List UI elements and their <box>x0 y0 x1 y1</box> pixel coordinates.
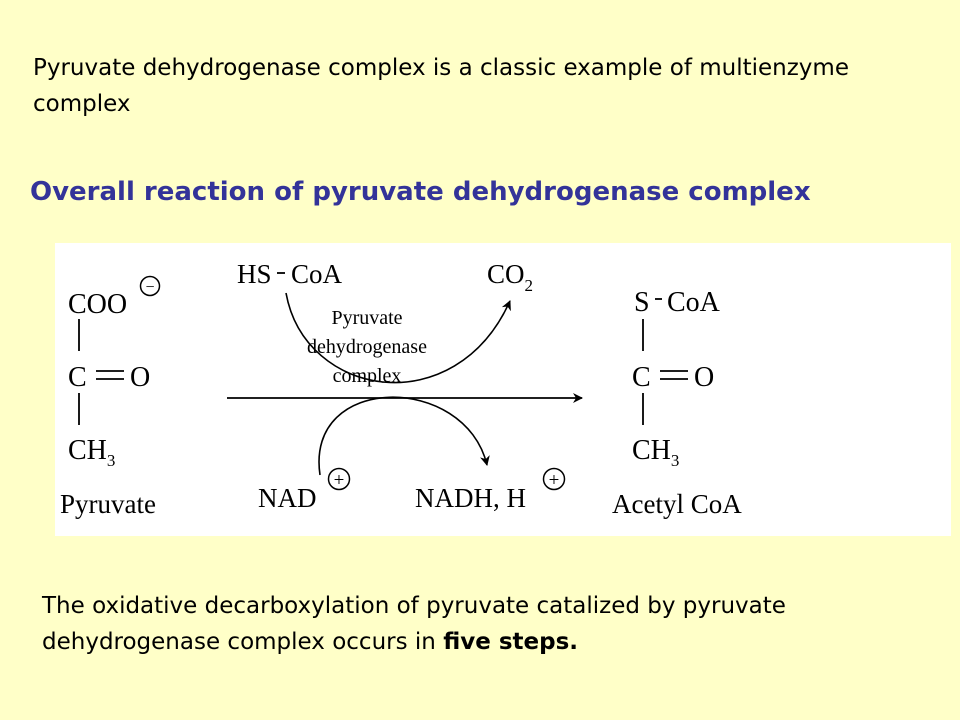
pyruvate-structure: COO − C O CH3 Pyruvate <box>60 275 161 519</box>
intro-text: Pyruvate dehydrogenase complex is a clas… <box>33 55 849 117</box>
positive-charge-circle <box>542 467 566 491</box>
nadh-label: NADH, H <box>415 483 526 513</box>
positive-charge-circle <box>327 467 351 491</box>
hscoa-hs: HS <box>237 259 272 289</box>
reaction-heading: Overall reaction of pyruvate dehydrogena… <box>30 177 811 207</box>
lower-curved-arrow <box>318 396 490 476</box>
footer-text-period: . <box>569 629 579 655</box>
hscoa-coa: CoA <box>291 259 343 289</box>
acetylcoa-methyl: CH3 <box>632 435 679 470</box>
acetylcoa-coa: CoA <box>667 287 721 318</box>
pyruvate-carbonyl-o: O <box>130 362 150 393</box>
pyruvate-methyl: CH3 <box>68 435 115 470</box>
footer-text-main: The oxidative decarboxylation of pyruvat… <box>42 593 786 655</box>
negative-charge-circle <box>139 275 161 297</box>
pyruvate-carbonyl-c: C <box>68 362 87 393</box>
enzyme-line-3: complex <box>333 365 402 387</box>
enzyme-line-2: dehydrogenase <box>307 336 427 358</box>
acetylcoa-carbonyl-o: O <box>694 362 714 393</box>
negative-charge-sign: − <box>145 279 154 296</box>
enzyme-line-1: Pyruvate <box>331 307 402 329</box>
reaction-scheme-svg: COO − C O CH3 Pyruvate HS CoA CO2 Pyruva… <box>60 259 742 519</box>
pyruvate-label: Pyruvate <box>60 489 156 519</box>
footer-text-bold: five steps <box>443 629 570 655</box>
acetylcoa-s: S <box>634 287 650 318</box>
enzyme-name: Pyruvate dehydrogenase complex <box>307 307 427 387</box>
co2-label: CO2 <box>487 259 533 295</box>
reaction-diagram: COO − C O CH3 Pyruvate HS CoA CO2 Pyruva… <box>55 243 951 536</box>
positive-charge-sign: + <box>334 470 345 491</box>
pyruvate-carboxyl: COO <box>68 289 127 320</box>
acetylcoa-structure: S CoA C O CH3 Acetyl CoA <box>612 287 742 519</box>
positive-charge-sign: + <box>549 470 560 491</box>
acetylcoa-label: Acetyl CoA <box>612 489 742 519</box>
upper-curved-arrow <box>285 292 511 384</box>
footer-text: The oxidative decarboxylation of pyruvat… <box>42 588 922 660</box>
acetylcoa-carbonyl-c: C <box>632 362 651 393</box>
nad-label: NAD <box>258 483 317 513</box>
